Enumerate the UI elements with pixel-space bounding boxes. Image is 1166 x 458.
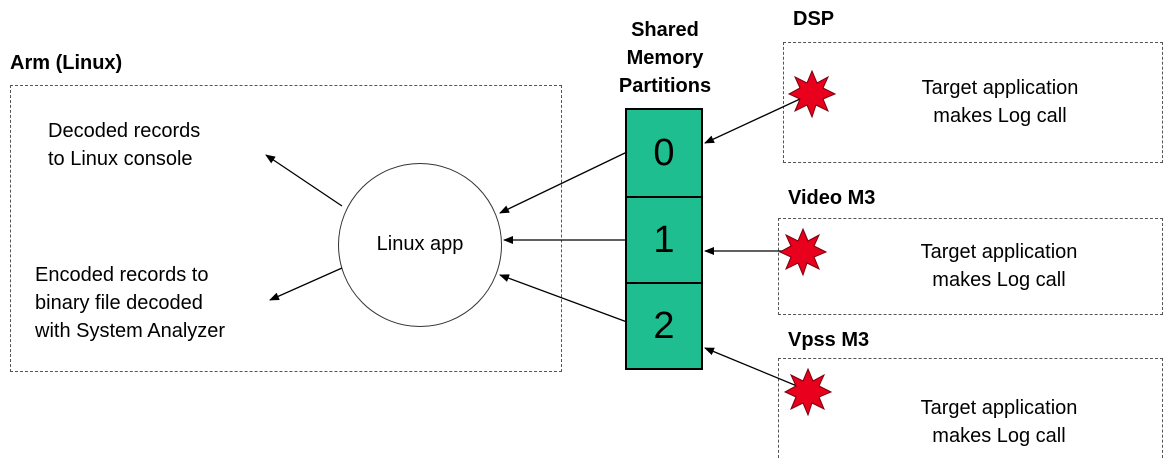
arm-linux-box [10,85,562,372]
video-m3-text: Target application makes Log call [843,238,1155,294]
linux-app-circle [338,163,502,327]
dsp-text-line-2: makes Log call [933,105,1067,127]
vpss-m3-starburst-icon [783,367,833,417]
vpss-m3-title: Vpss M3 [788,329,870,351]
dsp-title: DSP [793,8,835,30]
dsp-text-line-1: Target application [921,77,1079,99]
linux-app-label: Linux app [376,233,464,255]
shared-memory-title: Shared Memory Partitions [600,16,730,100]
dsp-box [783,42,1163,163]
arrow-to-binary-file [269,267,343,301]
vpss-m3-text-line-1: Target application [920,397,1078,419]
arm-linux-title: Arm (Linux) [10,52,123,74]
vpss-m3-box [778,358,1163,458]
arrow-partition-0-to-app [499,151,628,214]
dsp-text: Target application makes Log call [845,74,1155,130]
encoded-line-1: Encoded records to [35,264,209,286]
video-m3-title: Video M3 [788,187,876,209]
video-m3-starburst-icon [778,227,828,277]
decoded-line-2: to Linux console [48,148,193,170]
decoded-line-1: Decoded records [48,120,201,142]
partition-1: 1 [625,196,703,284]
encoded-line-2: binary file decoded [35,292,203,314]
vpss-m3-text: Target application makes Log call [843,394,1155,450]
partition-2: 2 [625,282,703,370]
video-m3-box [778,218,1163,315]
shared-memory-title-line-1: Shared [631,19,699,41]
arrow-dsp-to-partition-0 [704,98,801,144]
arrow-vpss-m3-to-partition-2 [704,347,798,387]
video-m3-text-line-2: makes Log call [932,269,1066,291]
video-m3-text-line-1: Target application [920,241,1078,263]
shared-memory-title-line-2: Memory [626,47,704,69]
shared-memory-title-line-3: Partitions [618,75,712,97]
decoded-records-label: Decoded records to Linux console [48,117,200,173]
vpss-m3-text-line-2: makes Log call [932,425,1066,447]
encoded-records-label: Encoded records to binary file decoded w… [35,261,225,345]
encoded-line-3: with System Analyzer [35,320,226,342]
arrow-partition-2-to-app [499,274,628,323]
arrow-to-console [265,154,343,207]
dsp-starburst-icon [787,69,837,119]
